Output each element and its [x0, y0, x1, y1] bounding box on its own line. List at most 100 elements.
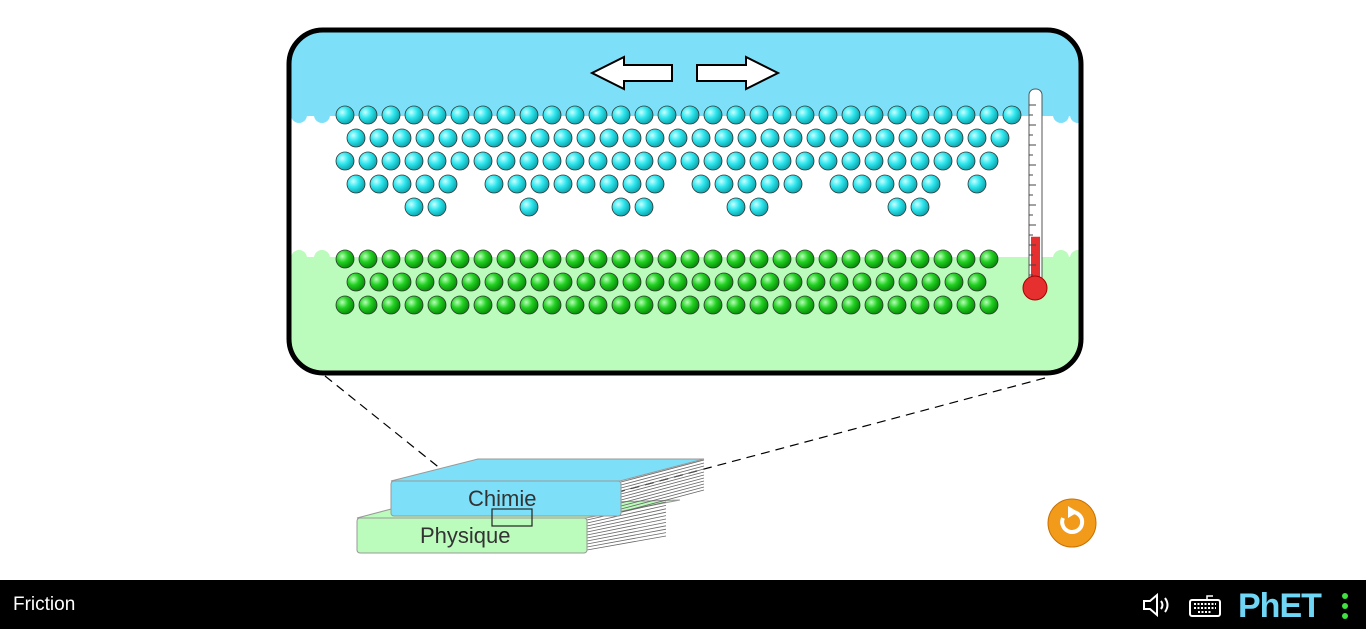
top-atom — [795, 151, 815, 171]
top-atom — [519, 151, 539, 171]
top-atom — [783, 128, 803, 148]
top-atom — [956, 105, 976, 125]
bottom-atom — [933, 249, 953, 269]
bottom-atom — [392, 272, 412, 292]
bottom-atom — [565, 249, 585, 269]
top-atom — [369, 128, 389, 148]
bottom-atom — [910, 295, 930, 315]
bottom-atom — [358, 249, 378, 269]
top-atom — [875, 128, 895, 148]
sim-title: Friction — [13, 594, 76, 615]
top-atom — [622, 128, 642, 148]
bottom-atom — [818, 295, 838, 315]
bottom-atom — [749, 249, 769, 269]
top-atom — [944, 128, 964, 148]
bottom-atom — [634, 249, 654, 269]
navigation-bar: Friction PhET — [0, 580, 1366, 629]
top-atom — [565, 151, 585, 171]
top-atom — [737, 128, 757, 148]
bottom-atom — [542, 295, 562, 315]
atoms-layer — [335, 105, 1022, 315]
bottom-atom — [887, 249, 907, 269]
bottom-atom — [611, 295, 631, 315]
bottom-atom — [622, 272, 642, 292]
top-atom — [772, 151, 792, 171]
bottom-atom — [381, 295, 401, 315]
bottom-atom — [496, 249, 516, 269]
top-atom — [691, 174, 711, 194]
top-atom — [427, 197, 447, 217]
top-atom — [530, 128, 550, 148]
top-atom — [461, 128, 481, 148]
top-atom — [599, 174, 619, 194]
drag-arrows[interactable] — [589, 55, 781, 91]
top-atom — [358, 105, 378, 125]
bottom-atom — [519, 249, 539, 269]
bottom-atom — [841, 249, 861, 269]
top-atom — [749, 197, 769, 217]
thermometer — [1022, 88, 1048, 301]
top-atom — [933, 105, 953, 125]
top-atom — [335, 151, 355, 171]
top-atom — [910, 151, 930, 171]
top-atom — [576, 128, 596, 148]
top-atom — [519, 197, 539, 217]
top-atom — [622, 174, 642, 194]
bottom-atom — [726, 295, 746, 315]
top-atom — [1002, 105, 1022, 125]
top-book-surface — [289, 30, 1081, 116]
top-atom — [484, 174, 504, 194]
bottom-atom — [772, 249, 792, 269]
bottom-atom — [668, 272, 688, 292]
top-atom — [496, 105, 516, 125]
top-atom — [346, 128, 366, 148]
top-atom — [404, 105, 424, 125]
top-atom — [392, 174, 412, 194]
top-atom — [979, 151, 999, 171]
bottom-atom — [438, 272, 458, 292]
bottom-atom — [772, 295, 792, 315]
bottom-atom — [484, 272, 504, 292]
bottom-atom — [473, 249, 493, 269]
bottom-atom — [553, 272, 573, 292]
bottom-atom — [358, 295, 378, 315]
bottom-atom — [818, 249, 838, 269]
top-atom — [760, 174, 780, 194]
bottom-atom — [404, 295, 424, 315]
top-atom — [611, 105, 631, 125]
top-atom — [703, 151, 723, 171]
top-atom — [507, 174, 527, 194]
bottom-atom — [530, 272, 550, 292]
menu-icon[interactable] — [1342, 593, 1348, 623]
keyboard-icon[interactable] — [1189, 594, 1221, 618]
bottom-atom — [381, 249, 401, 269]
top-atom — [887, 151, 907, 171]
top-atom — [415, 128, 435, 148]
top-atom — [910, 105, 930, 125]
sound-icon[interactable] — [1142, 592, 1174, 618]
top-atom — [542, 151, 562, 171]
bottom-atom — [944, 272, 964, 292]
phet-logo[interactable]: PhET — [1238, 587, 1322, 625]
top-atom — [438, 174, 458, 194]
bottom-atom — [645, 272, 665, 292]
bottom-atom — [450, 295, 470, 315]
top-atom — [691, 128, 711, 148]
top-atom — [841, 151, 861, 171]
top-atom — [657, 105, 677, 125]
top-atom — [576, 174, 596, 194]
top-atom — [369, 174, 389, 194]
top-atom — [921, 174, 941, 194]
reset-button[interactable] — [1047, 498, 1097, 548]
top-atom — [553, 128, 573, 148]
top-atom — [933, 151, 953, 171]
bottom-atom — [461, 272, 481, 292]
bottom-atom — [496, 295, 516, 315]
bottom-atom — [852, 272, 872, 292]
top-atom — [507, 128, 527, 148]
book-chimie[interactable] — [390, 458, 705, 517]
top-atom — [634, 197, 654, 217]
top-atom — [657, 151, 677, 171]
bottom-atom — [956, 249, 976, 269]
book-label-chimie: Chimie — [468, 486, 537, 511]
